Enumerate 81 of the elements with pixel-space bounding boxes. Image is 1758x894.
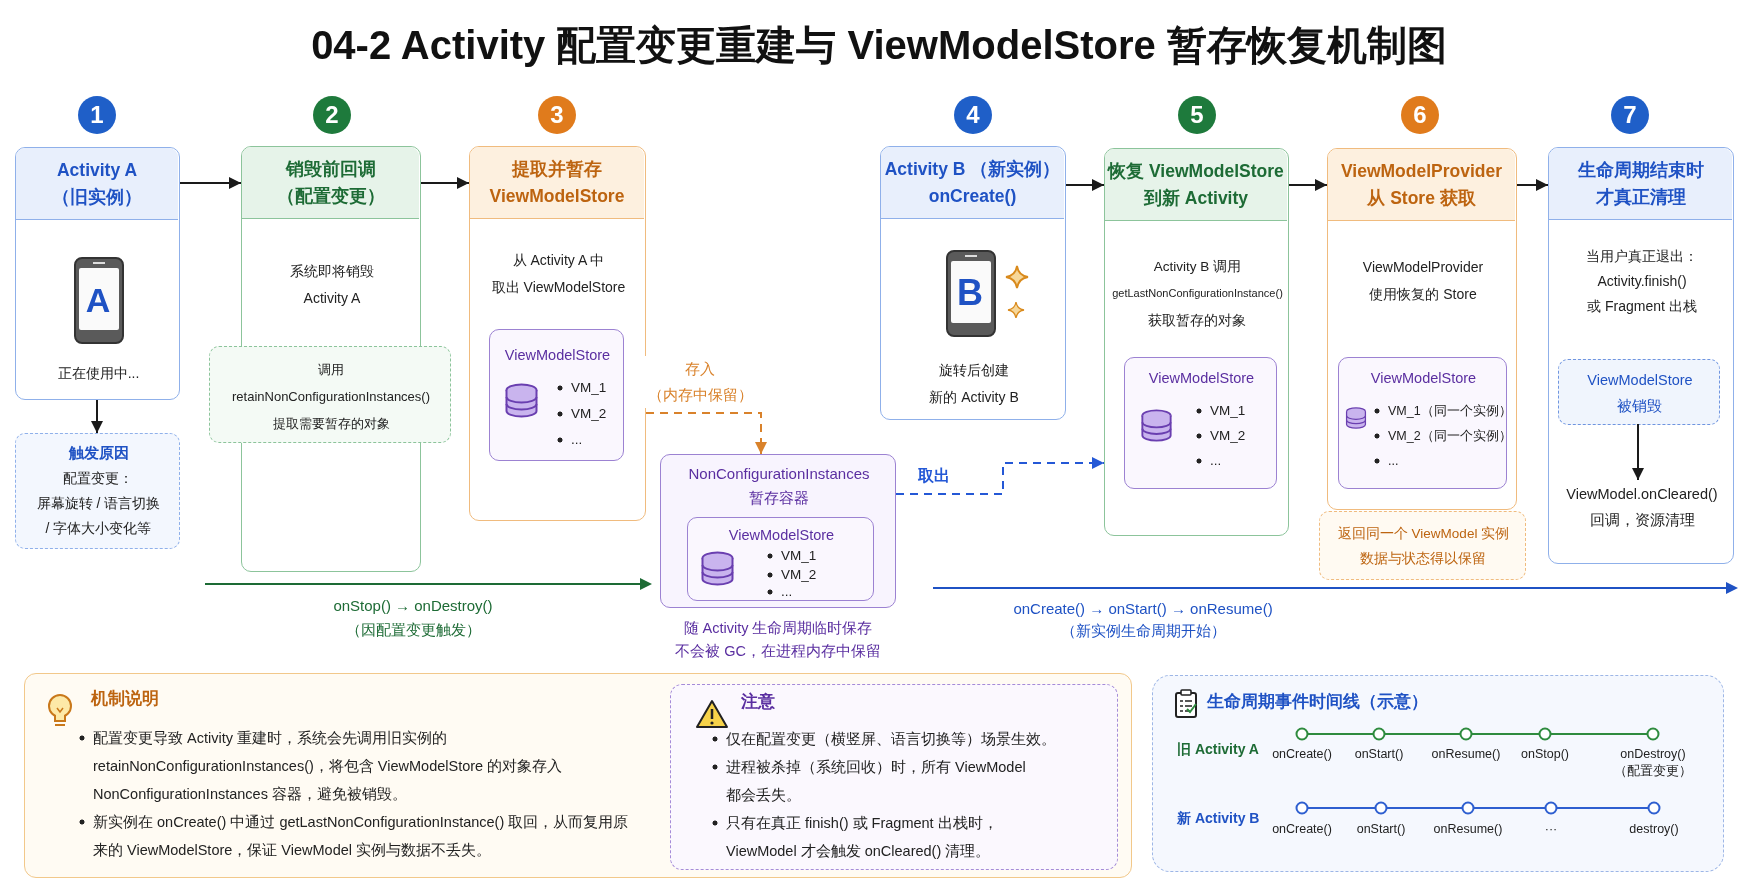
phone-letter: B (957, 272, 983, 314)
info-panel (24, 673, 1132, 878)
dashed-note-box (1558, 359, 1720, 425)
lifecycle-text: onStop() → onDestroy() (333, 596, 493, 616)
body-text: 旋转后创建新的 Activity B (929, 361, 1019, 407)
store-box (1124, 357, 1277, 489)
arrow (1632, 423, 1644, 481)
event-label: onStart() (1354, 746, 1404, 763)
event-label: onCreate() (1272, 821, 1332, 838)
panel-heading: 生命周期事件时间线（示意） (1207, 691, 1428, 713)
body-text: ViewModelProvider 使用恢复的 Store (1362, 258, 1484, 304)
card-header: Activity B （新实例） onCreate() (881, 147, 1064, 219)
lifecycle-text: （新实例生命周期开始） (1060, 621, 1226, 641)
container-box (660, 454, 896, 608)
row-label: 新 Activity B (1177, 809, 1260, 828)
row-label: 旧 Activity A (1177, 740, 1259, 759)
arrow (420, 177, 470, 189)
step-card (469, 146, 646, 521)
body-text: 返回同一个 ViewModel 实例数据与状态得以保留 (1337, 525, 1510, 568)
arrow (645, 412, 767, 455)
arrow (1288, 179, 1328, 191)
body-text: 系统即将销毁 Activity A (290, 262, 374, 308)
step-number: 6 (1401, 96, 1439, 134)
card-header: 恢复 ViewModelStore 到新 Activity (1105, 149, 1287, 221)
dashed-note-box (1319, 511, 1526, 580)
box-title: NonConfigurationInstances 暂存容器 (688, 464, 870, 508)
body-text: 正在使用中... (57, 364, 140, 383)
step-number: 3 (538, 96, 576, 134)
event-label: ··· (1544, 821, 1558, 838)
body-text: 当用户真正退出： Activity.finish() 或 Fragment 出栈 (1586, 247, 1698, 316)
step-card (1327, 148, 1517, 510)
lifecycle-text: （因配置变更触发） (345, 620, 481, 640)
arrow (1516, 179, 1549, 191)
dashed-note-box (15, 433, 180, 549)
event-label: onStop() (1521, 746, 1569, 763)
card-header: Activity A （旧实例） (16, 148, 178, 220)
step-number: 2 (313, 96, 351, 134)
store-box (687, 517, 874, 601)
event-label: onResume() (1433, 821, 1503, 838)
body-text: ViewModelStore 被销毁 (1587, 371, 1693, 416)
page-title: 04-2 Activity 配置变更重建与 ViewModelStore 暂存恢复机制图 (311, 22, 1447, 69)
caption-text: 随 Activity 生命周期临时保存不会被 GC，在进程内存中保留 (675, 619, 881, 661)
body-text: Activity B 调用 getLastNonConfigurationInstance() 获取暂存的对象 (1112, 258, 1283, 330)
step-number: 5 (1178, 96, 1216, 134)
dashed-note-box (209, 346, 451, 443)
arrow (1065, 179, 1105, 191)
body-text: 配置变更：屏幕旋转 / 语言切换 / 字体大小变化等 (36, 469, 161, 538)
store-title: ViewModelStore (1148, 369, 1255, 388)
timeline-panel (1152, 675, 1724, 872)
body-text: 从 Activity A 中取出 ViewModelStore (491, 251, 626, 297)
step-card (1104, 148, 1289, 536)
store-box (489, 329, 624, 461)
store-title: ViewModelStore (1370, 369, 1477, 388)
step-number: 1 (78, 96, 116, 134)
lifecycle-text: onCreate() → onStart() → onResume() (1013, 599, 1273, 619)
panel-heading: 机制说明 (91, 688, 159, 710)
arrow (895, 457, 1105, 495)
store-title: ViewModelStore (728, 526, 835, 545)
phone-letter: A (85, 280, 111, 321)
step-number: 4 (954, 96, 992, 134)
arrow (179, 177, 242, 189)
step-card (1548, 147, 1734, 564)
panel-heading: 注意 (741, 691, 775, 713)
box-title: 触发原因 (68, 444, 129, 463)
event-label: onDestroy() （配置变更） (1614, 746, 1692, 780)
event-label: onStart() (1356, 821, 1406, 838)
card-header: 生命周期结束时才真正清理 (1549, 148, 1732, 220)
card-header: ViewModelProvider 从 Store 获取 (1328, 149, 1515, 221)
card-header: 销毁前回调（配置变更） (242, 147, 419, 219)
step-card (880, 146, 1066, 420)
event-label: onResume() (1431, 746, 1501, 763)
step-number: 7 (1611, 96, 1649, 134)
body-text: ViewModel.onCleared() 回调，资源清理 (1554, 481, 1730, 533)
store-title: ViewModelStore (504, 346, 611, 365)
event-label: onCreate() (1272, 746, 1332, 763)
warning-panel (670, 684, 1118, 870)
step-card (15, 147, 180, 400)
body-text: 调用 retainNonConfigurationInstances() 提取需要暂存的对象 (232, 361, 430, 433)
arrow (91, 399, 103, 434)
card-header: 提取并暂存 ViewModelStore (470, 147, 644, 219)
event-label: destroy() (1629, 821, 1679, 838)
